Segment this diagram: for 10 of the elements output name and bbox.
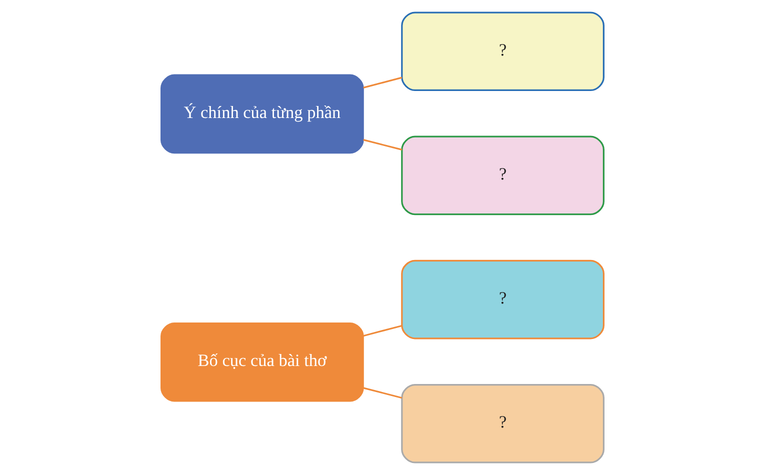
connector (363, 76, 402, 88)
node-box: ? (401, 136, 604, 216)
node-box: Bố cục của bài thơ (160, 322, 364, 402)
node-box: ? (401, 12, 604, 92)
node-box: Ý chính của từng phần (160, 74, 364, 154)
connector (363, 139, 402, 150)
node-box: ? (401, 384, 604, 464)
connector (363, 387, 402, 399)
connector (363, 324, 402, 337)
node-box: ? (401, 260, 604, 340)
